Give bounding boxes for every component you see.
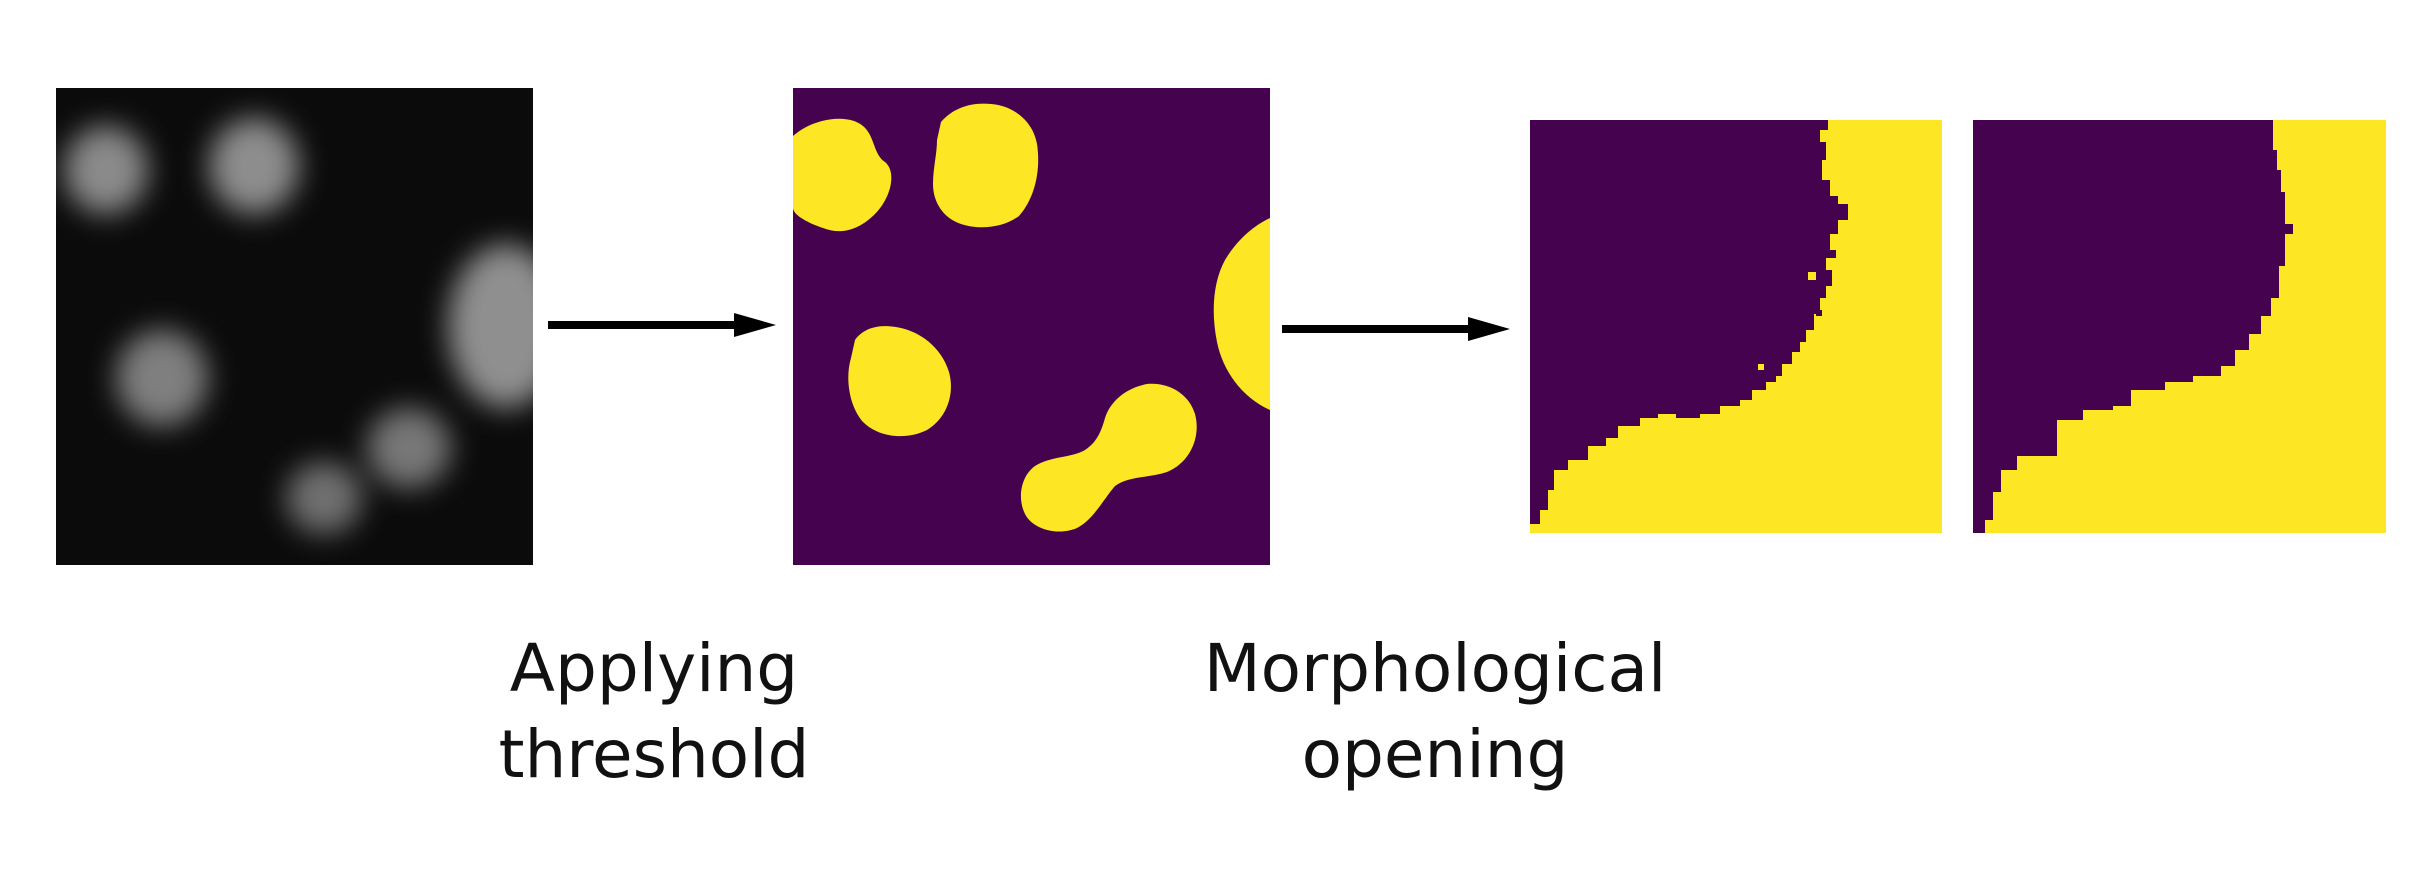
step-label-line: Morphological xyxy=(1203,630,1667,707)
nucleus-blob xyxy=(286,462,362,534)
nucleus-blob xyxy=(116,330,208,426)
mask-blob xyxy=(848,326,951,437)
threshold-mask-panel xyxy=(793,88,1270,565)
noise-pixel xyxy=(1758,364,1764,370)
step-label-opening: Morphological opening xyxy=(1155,626,1715,798)
mask-blob xyxy=(793,118,892,232)
arrow-right-icon xyxy=(1282,317,1510,341)
arrow-right-icon xyxy=(548,313,776,337)
mask-blob xyxy=(1213,218,1270,410)
before-opening-panel xyxy=(1530,120,1942,533)
mask-background-region xyxy=(1530,120,1848,524)
noise-pixel xyxy=(1816,310,1822,316)
nucleus-blob xyxy=(448,244,533,408)
noise-pixel xyxy=(1770,356,1778,364)
mask-blob xyxy=(1020,383,1197,532)
step-label-line: threshold xyxy=(498,716,810,793)
nucleus-blob xyxy=(64,126,148,214)
mask-background-region xyxy=(1973,120,2293,533)
nucleus-blob xyxy=(367,408,451,488)
noise-pixel xyxy=(1808,272,1816,280)
step-label-line: opening xyxy=(1301,716,1569,793)
mask-blob xyxy=(933,103,1039,228)
step-label-line: Applying xyxy=(509,630,799,707)
noise-pixel xyxy=(1794,334,1801,341)
step-label-threshold: Applying threshold xyxy=(449,626,859,798)
raw-fluorescence-panel xyxy=(56,88,533,565)
after-opening-panel xyxy=(1973,120,2386,533)
nucleus-blob xyxy=(209,118,299,214)
